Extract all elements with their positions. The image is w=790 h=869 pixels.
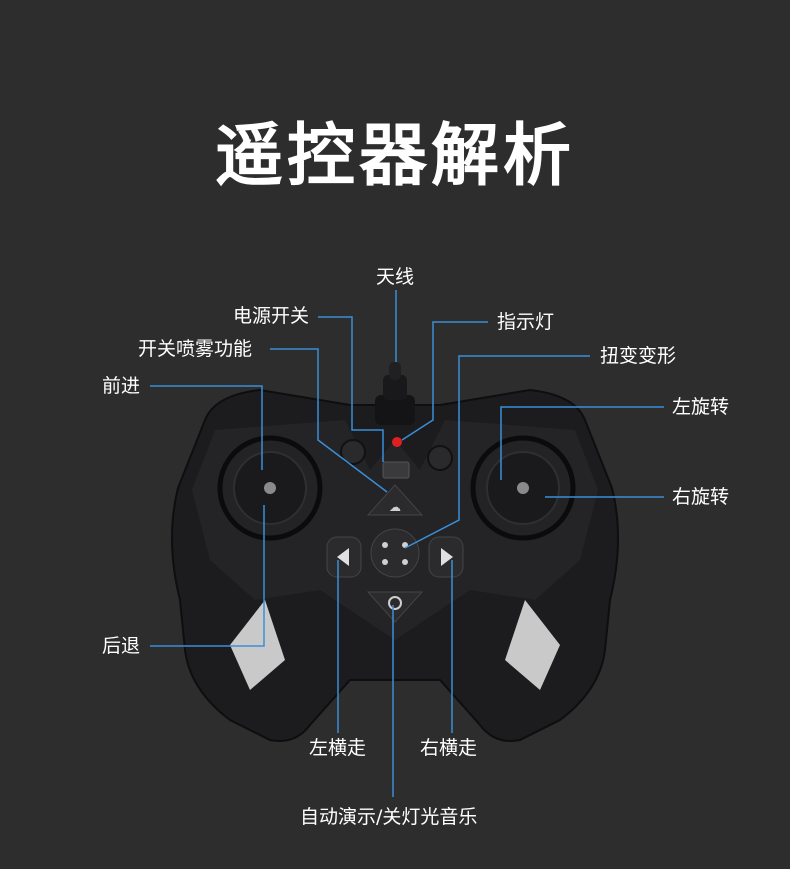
label-demo: 自动演示/关灯光音乐 — [300, 806, 478, 828]
strafe-right-button[interactable] — [428, 536, 464, 578]
page-title: 遥控器解析 — [214, 117, 575, 196]
leader-backward — [150, 505, 265, 647]
left-small-knob — [340, 439, 366, 465]
label-spray-switch: 开关喷雾功能 — [138, 338, 253, 360]
indicator-light — [392, 437, 402, 447]
leader-forward — [150, 385, 263, 470]
leader-rotate-left — [500, 406, 664, 480]
leader-lines — [150, 290, 664, 797]
right-small-knob — [427, 445, 453, 471]
leader-indicator — [401, 321, 488, 441]
spray-button[interactable]: ☁ — [366, 484, 424, 516]
leader-twist — [404, 355, 590, 549]
strafe-left-button[interactable] — [326, 536, 362, 578]
svg-text:☁: ☁ — [389, 500, 401, 514]
label-rotate-right: 右旋转 — [672, 486, 730, 508]
demo-button[interactable] — [366, 591, 424, 623]
label-strafe-right: 右横走 — [420, 737, 478, 759]
label-backward: 后退 — [102, 635, 141, 657]
label-indicator: 指示灯 — [497, 311, 555, 333]
antenna-part — [375, 362, 415, 425]
twist-button[interactable] — [370, 528, 420, 578]
label-rotate-left: 左旋转 — [672, 396, 730, 418]
leader-power — [318, 316, 384, 462]
label-antenna: 天线 — [376, 266, 415, 288]
right-joystick[interactable] — [470, 435, 576, 541]
leader-spray — [270, 348, 388, 493]
label-power-switch: 电源开关 — [233, 305, 310, 327]
label-twist: 扭变变形 — [600, 345, 677, 367]
power-switch[interactable] — [382, 461, 410, 479]
label-strafe-left: 左横走 — [309, 737, 367, 759]
left-joystick[interactable] — [217, 435, 323, 541]
label-forward: 前进 — [102, 375, 141, 397]
